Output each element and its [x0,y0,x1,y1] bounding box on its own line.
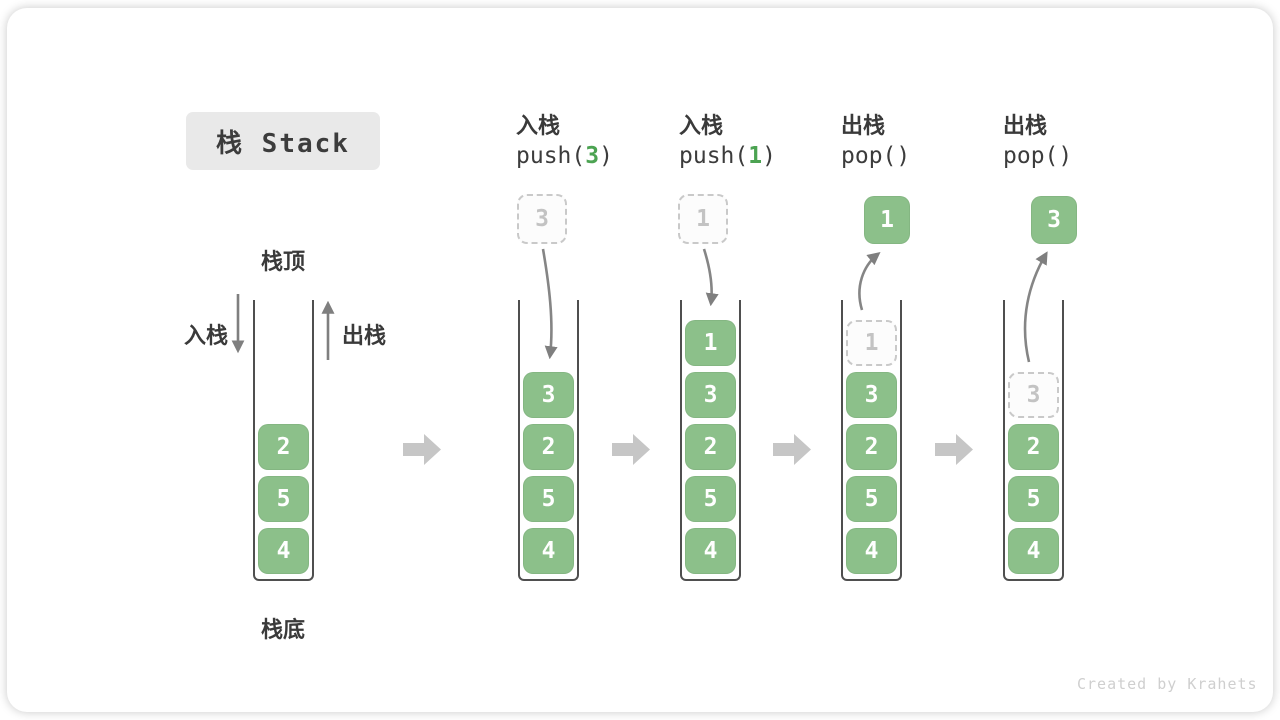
page-title: 栈 Stack [216,128,350,159]
stack-block: 2 [258,424,309,470]
code-arg: 1 [748,143,763,169]
stack-block: 3 [846,372,897,418]
step-arrow-icon [773,434,811,465]
stack-block: 1 [685,320,736,366]
code-text: ) [896,143,911,169]
stack-block: 2 [523,424,574,470]
stack-block: 4 [846,528,897,574]
code-text: pop( [841,143,897,169]
code-text: pop( [1003,143,1059,169]
stack-block: 5 [846,476,897,522]
stack-block: 5 [685,476,736,522]
step-arrow-icon [403,434,441,465]
stack-top-label: 栈顶 [260,249,305,274]
stack-block: 4 [685,528,736,574]
pushed-value-box: 3 [517,194,567,244]
code-text: ) [599,143,613,169]
stack-block: 2 [685,424,736,470]
stack-block: 5 [1008,476,1059,522]
op-label-pop-3: 出栈 [1003,113,1048,138]
watermark: Created by Krahets [1077,675,1258,693]
op-label-pop-1: 出栈 [841,113,886,138]
code-text: push( [516,143,586,169]
op-label-push-3: 入栈 [516,113,561,138]
op-code-pop-1: pop() [841,143,910,169]
step-arrow-icon [935,434,973,465]
stack-block: 2 [846,424,897,470]
code-text: ) [1058,143,1073,169]
stack-block: 4 [1008,528,1059,574]
code-text: ) [762,143,776,169]
popped-value-box: 3 [1031,196,1077,244]
stack-block: 5 [523,476,574,522]
stack-block: 5 [258,476,309,522]
stack-block: 4 [258,528,309,574]
stack-bottom-label: 栈底 [260,617,305,642]
stack-ghost-block: 3 [1008,372,1059,418]
stack-block: 3 [523,372,574,418]
code-arg: 3 [585,143,600,169]
stack-block: 4 [523,528,574,574]
op-code-push-1: push(1) [679,143,776,169]
op-code-pop-3: pop() [1003,143,1072,169]
popped-value-box: 1 [864,196,910,244]
push-side-label: 入栈 [184,323,229,348]
code-text: push( [679,143,749,169]
pop-side-label: 出栈 [342,323,387,348]
op-label-push-1: 入栈 [679,113,724,138]
step-arrow-icon [612,434,650,465]
op-code-push-3: push(3) [516,143,613,169]
stack-ghost-block: 1 [846,320,897,366]
stack-block: 2 [1008,424,1059,470]
stack-block: 3 [685,372,736,418]
pushed-value-box: 1 [678,194,728,244]
push-1-arrow-icon [702,248,719,307]
title-box: 栈 Stack [186,112,380,170]
